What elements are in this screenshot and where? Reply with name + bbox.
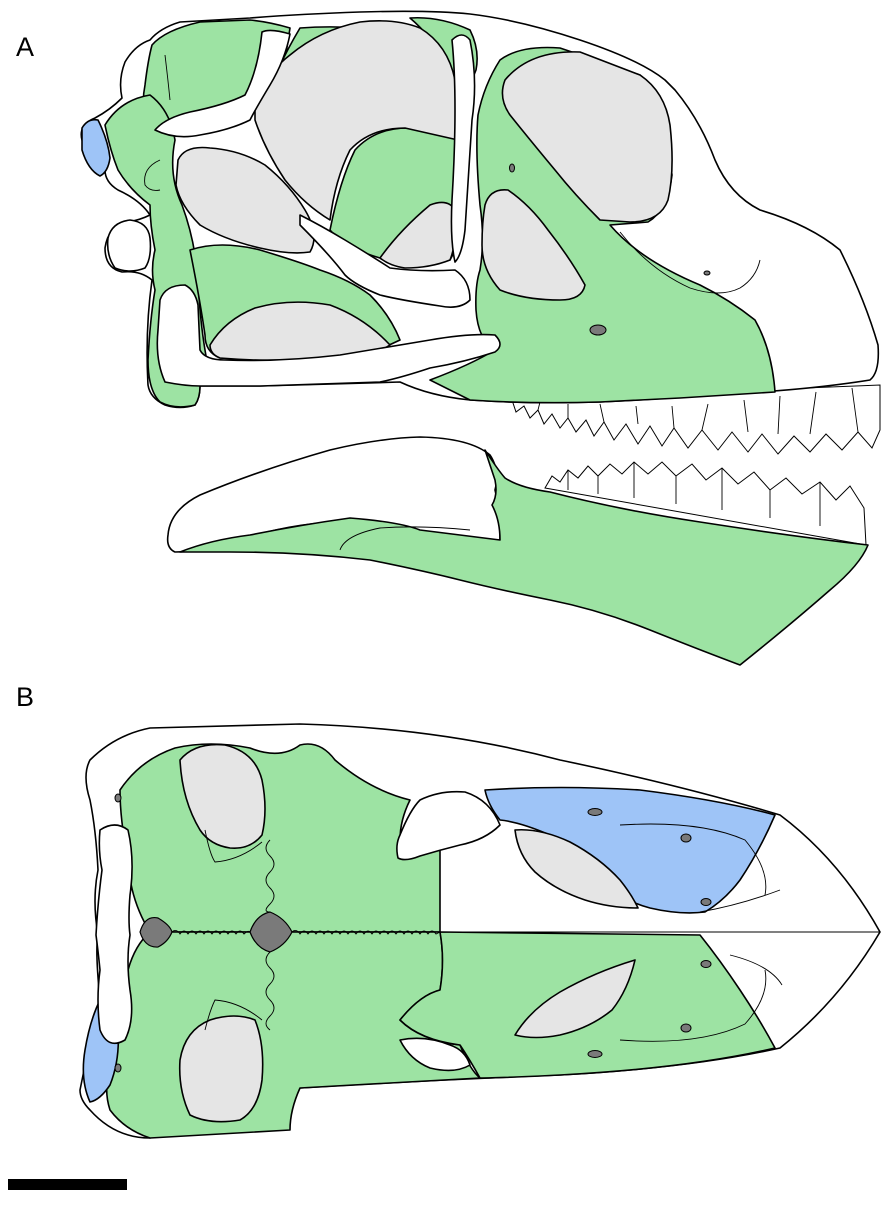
lower-teeth: [544, 461, 867, 546]
panel-label-a: A: [16, 32, 35, 62]
foramen-lateral-2: [509, 163, 515, 173]
foramen-dorsal-5: [680, 1023, 692, 1033]
coronal-suture-upper: [265, 839, 275, 913]
foramen-dorsal-7: [114, 793, 122, 803]
dorsal-notch-upper: [396, 790, 501, 861]
dorsal-fenestra-upper: [179, 743, 266, 850]
dorsal-notch-lower: [399, 1037, 471, 1072]
foramen-dorsal-4: [700, 960, 712, 968]
foramen-dorsal-1: [587, 808, 603, 816]
surface-line-1: [619, 231, 761, 294]
postorbital-bar: [154, 29, 291, 138]
snout-line-upper-2: [699, 889, 781, 913]
foramen-lateral-1: [589, 324, 607, 336]
lacrimal-bar: [450, 34, 476, 263]
quadrate-bar: [156, 284, 501, 387]
foramen-dorsal-3: [700, 898, 712, 906]
foramen-dorsal-6: [587, 1050, 603, 1058]
dorsal-naris-lower: [514, 959, 636, 1039]
paroccipital-process: [106, 219, 152, 272]
foramen-lateral-3: [703, 270, 711, 276]
jugal-opening: [209, 301, 391, 362]
dorsal-occipital-process: [95, 824, 133, 1045]
coronal-suture-lower: [265, 951, 275, 1031]
blue-bone-lateral: [81, 118, 111, 177]
skull-lateral-view: [80, 10, 881, 666]
snout-line-lower: [619, 969, 767, 1042]
snout-line-upper: [619, 823, 767, 896]
dorsal-naris-upper: [514, 828, 639, 909]
mandible-suture: [339, 526, 471, 551]
dorsal-fenestra-lower: [178, 1015, 264, 1123]
green-bone-dentary: [179, 449, 869, 666]
foramen-dorsal-2: [680, 833, 692, 843]
snout-line-lower-2: [729, 954, 783, 986]
blue-bone-dorsal-snout: [484, 786, 776, 914]
orbit-rim-upper: [204, 829, 263, 863]
surface-line-3: [164, 54, 171, 101]
jugal-bar: [299, 214, 471, 308]
surface-line-2: [144, 159, 161, 191]
foramen-dorsal-8: [114, 1063, 122, 1073]
skull-dorsal-view: [79, 723, 881, 1139]
antorbital-fenestra: [481, 188, 586, 301]
orbit-rim-lower: [204, 999, 263, 1031]
external-naris: [501, 51, 673, 223]
sagittal-suture: [171, 929, 441, 935]
scale-bar: [8, 1179, 127, 1190]
panel-label-b: B: [16, 682, 35, 712]
